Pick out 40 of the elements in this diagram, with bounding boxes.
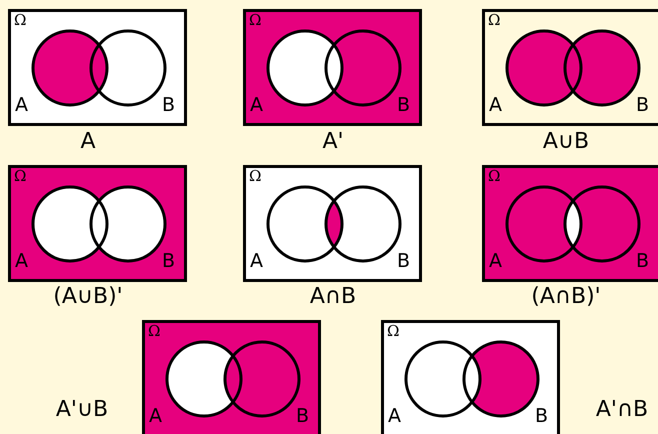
universe-symbol: Ω (387, 324, 400, 339)
set-expression-caption: A' (322, 131, 344, 153)
universe-symbol: Ω (14, 169, 26, 184)
set-label: A (250, 252, 263, 271)
universe-symbol: Ω (148, 324, 160, 339)
universe-symbol: Ω (14, 13, 26, 28)
set-label: A (250, 96, 263, 115)
set-label: B (162, 252, 176, 271)
set-label: A (388, 407, 401, 426)
set-expression-caption: A∩B (310, 286, 356, 308)
set-expression-caption: A (80, 131, 96, 153)
venn-diagram (243, 165, 422, 282)
set-label: A (15, 252, 28, 271)
set-label: B (397, 96, 410, 115)
set-expression-caption: A'∪B (56, 399, 108, 421)
venn-diagram (243, 9, 422, 126)
set-expression-caption: (A∪B)' (53, 286, 123, 308)
set-label: B (296, 407, 310, 426)
set-expression-caption: (A∩B)' (531, 286, 601, 308)
set-label: A (149, 407, 162, 426)
universe-symbol: Ω (488, 13, 500, 28)
venn-diagram (482, 9, 658, 126)
set-label: B (162, 96, 176, 115)
universe-symbol: Ω (249, 169, 262, 184)
universe-symbol: Ω (249, 13, 262, 28)
set-label: B (397, 252, 410, 271)
set-label: B (535, 407, 548, 426)
set-label: A (489, 252, 502, 271)
venn-diagram (381, 320, 560, 434)
set-label: B (636, 252, 650, 271)
set-expression-caption: A'∩B (596, 399, 648, 421)
set-label: A (15, 96, 28, 115)
venn-diagram (142, 320, 321, 434)
set-label: A (489, 96, 502, 115)
venn-diagram (8, 9, 187, 126)
venn-diagram (8, 165, 187, 282)
universe-symbol: Ω (488, 169, 500, 184)
venn-diagram (482, 165, 658, 282)
set-label: B (636, 96, 650, 115)
set-expression-caption: A∪B (542, 131, 590, 153)
